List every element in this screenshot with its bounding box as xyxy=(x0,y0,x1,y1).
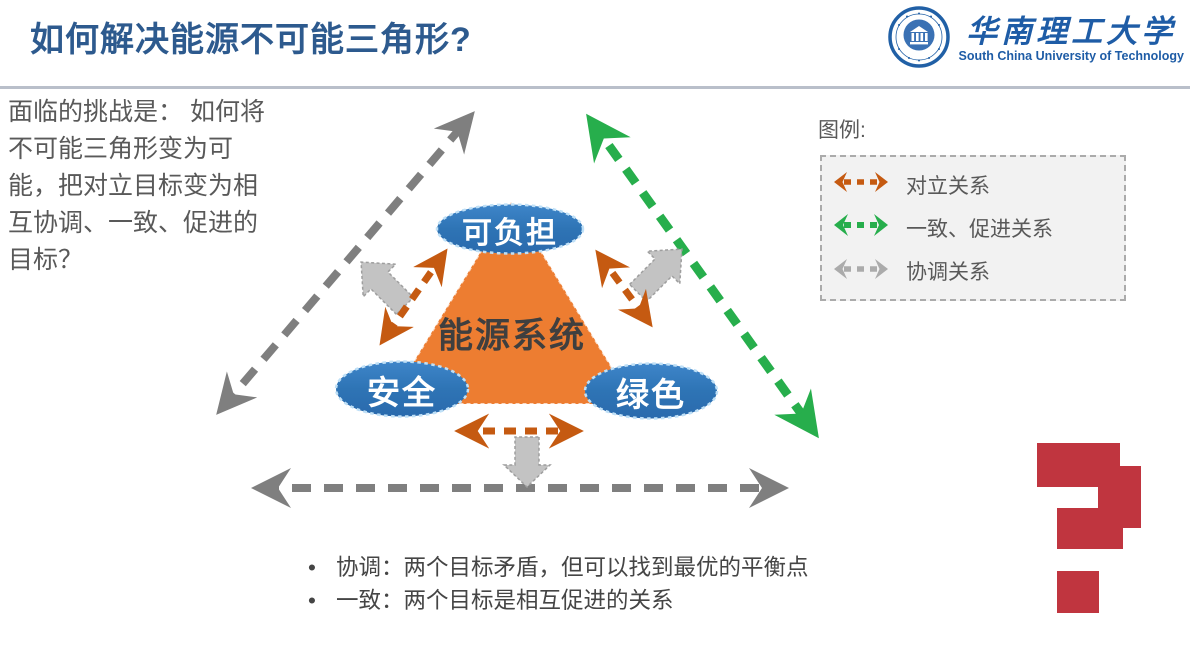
block-arrow-down xyxy=(502,436,552,489)
university-logo: 华南理工大学 South China University of Technol… xyxy=(887,5,1184,74)
page-title: 如何解决能源不可能三角形? xyxy=(30,21,472,59)
node-affordable xyxy=(435,203,585,255)
opposition-arrow-right xyxy=(595,249,653,328)
note-consistency: 一致：两个目标是相互促进的关系 xyxy=(302,584,809,617)
note-coordination: 协调：两个目标矛盾，但可以找到最优的平衡点 xyxy=(302,551,809,584)
legend-label: 一致、促进关系 xyxy=(906,217,1053,241)
node-label-secure: 安全 xyxy=(367,374,437,411)
header-divider xyxy=(0,86,1190,89)
block-arrow-upleft xyxy=(360,261,415,316)
energy-system-triangle xyxy=(386,200,636,405)
university-name-en: South China University of Technology xyxy=(958,49,1184,64)
university-name-zh: 华南理工大学 xyxy=(966,14,1177,50)
legend-label: 对立关系 xyxy=(906,174,990,198)
university-seal-icon xyxy=(887,5,951,74)
legend-item-coordination: 协调关系 xyxy=(832,256,1114,286)
promotion-arrow-right xyxy=(586,113,819,439)
gray-dashed-double-arrow-icon xyxy=(832,257,890,286)
opposition-arrow-left xyxy=(379,248,448,346)
legend-item-opposition: 对立关系 xyxy=(832,170,1114,200)
notes-list: 协调：两个目标矛盾，但可以找到最优的平衡点 一致：两个目标是相互促进的关系 xyxy=(302,551,809,617)
orange-dashed-double-arrow-icon xyxy=(832,170,890,199)
triangle-center-label: 能源系统 xyxy=(437,316,587,356)
legend-title: 图例: xyxy=(818,119,866,142)
node-label-green: 绿色 xyxy=(616,376,686,413)
university-name-block: 华南理工大学 South China University of Technol… xyxy=(959,16,1184,63)
node-secure xyxy=(334,360,470,418)
legend-item-promotion: 一致、促进关系 xyxy=(832,213,1114,243)
node-label-affordable: 可负担 xyxy=(462,217,558,250)
green-dashed-double-arrow-icon xyxy=(832,213,890,242)
question-mark-graphic xyxy=(1030,438,1150,623)
legend-label: 协调关系 xyxy=(906,261,990,285)
legend-box: 对立关系 一致、促进关系 协调关系 xyxy=(820,155,1126,301)
node-green xyxy=(583,362,719,420)
